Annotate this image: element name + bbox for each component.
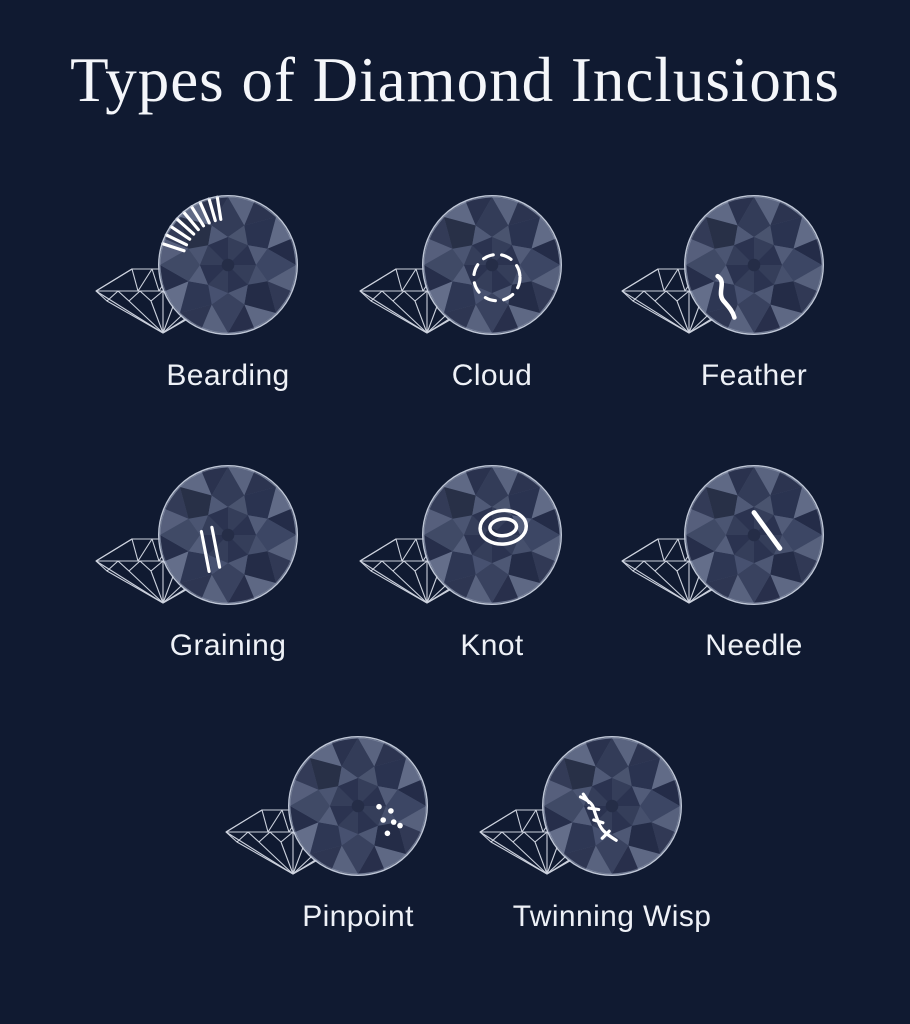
magnifier-circle xyxy=(684,465,824,605)
pinpoint-mark-icon xyxy=(376,803,403,837)
magnifier-circle xyxy=(158,465,298,605)
inclusion-item-feather: Feather xyxy=(582,193,842,392)
magnified-gem-icon xyxy=(288,736,428,876)
inclusion-label: Knot xyxy=(460,629,524,662)
magnifier-circle xyxy=(422,195,562,335)
inclusion-label: Bearding xyxy=(166,359,290,392)
magnifier-circle xyxy=(288,736,428,876)
inclusion-item-pinpoint: Pinpoint xyxy=(186,734,446,933)
bearding-mark-icon xyxy=(161,195,223,253)
inclusion-label: Pinpoint xyxy=(302,900,414,933)
graining-mark-icon xyxy=(199,525,222,573)
magnifier-circle xyxy=(422,465,562,605)
magnified-gem-icon xyxy=(158,465,298,605)
inclusion-label: Feather xyxy=(700,359,808,392)
magnified-gem-icon xyxy=(158,195,298,335)
inclusion-label: Needle xyxy=(705,629,803,662)
magnified-gem-icon xyxy=(422,195,562,335)
inclusion-item-cloud: Cloud xyxy=(320,193,580,392)
inclusion-label: Graining xyxy=(169,629,287,662)
magnified-gem-icon xyxy=(684,465,824,605)
magnifier-circle xyxy=(684,195,824,335)
magnified-gem-icon xyxy=(542,736,682,876)
needle-mark-icon xyxy=(751,510,783,551)
page-title: Types of Diamond Inclusions xyxy=(70,45,840,115)
magnified-gem-icon xyxy=(684,195,824,335)
inclusion-item-knot: Knot xyxy=(320,463,580,662)
knot-mark-icon xyxy=(478,508,529,546)
feather-mark-icon xyxy=(715,273,737,320)
magnified-gem-icon xyxy=(422,465,562,605)
inclusion-item-graining: Graining xyxy=(56,463,316,662)
magnifier-circle xyxy=(158,195,298,335)
inclusion-item-needle: Needle xyxy=(582,463,842,662)
cloud-mark-icon xyxy=(472,252,522,303)
inclusion-label: Twinning Wisp xyxy=(512,900,712,933)
twinning-wisp-mark-icon xyxy=(578,792,618,842)
inclusion-label: Cloud xyxy=(451,359,533,392)
inclusion-item-twinning-wisp: Twinning Wisp xyxy=(440,734,711,933)
magnifier-circle xyxy=(542,736,682,876)
inclusion-item-bearding: Bearding xyxy=(56,193,316,392)
